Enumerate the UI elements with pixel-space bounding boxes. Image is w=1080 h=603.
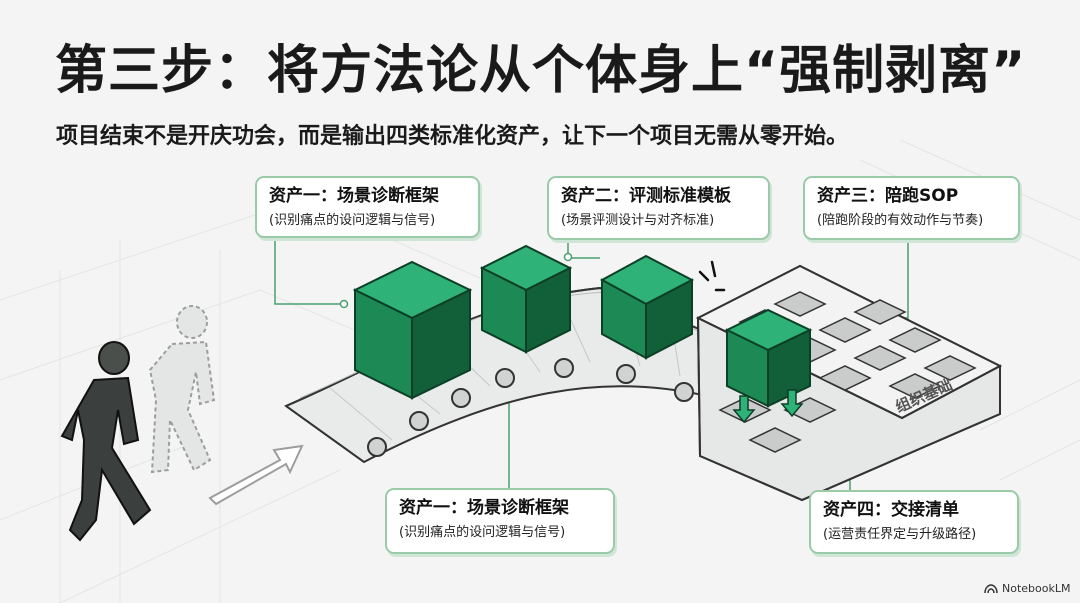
asset-card-1: 资产一：场景诊断框架 (识别痛点的设问逻辑与信号) [255, 176, 480, 238]
asset-card-title: 资产四：交接清单 [823, 500, 959, 520]
asset-cube-1 [352, 260, 473, 400]
page-subtitle: 项目结束不是开庆功会，而是输出四类标准化资产，让下一个项目无需从零开始。 [56, 124, 849, 149]
belt-rollers [367, 358, 694, 457]
brand-watermark: NotebookLM [984, 582, 1070, 595]
asset-card-3: 资产三：陪跑SOP (陪跑阶段的有效动作与节奏) [803, 176, 1020, 240]
asset-card-4: 资产一：场景诊断框架 (识别痛点的设问逻辑与信号) [385, 488, 615, 554]
asset-card-title: 资产一：场景诊断框架 [399, 498, 569, 518]
brand-name: NotebookLM [1002, 582, 1071, 595]
notebooklm-logo-icon [984, 583, 998, 593]
connector-1 [274, 238, 342, 305]
motion-marks [698, 260, 726, 292]
connector-2 [567, 243, 600, 259]
asset-card-2: 资产二：评测标准模板 (场景评测设计与对齐标准) [547, 176, 770, 240]
down-arrow-icon [732, 389, 804, 424]
asset-cube-3 [599, 254, 695, 360]
asset-card-title: 资产二：评测标准模板 [561, 186, 731, 206]
asset-card-desc: (场景评测设计与对齐标准) [561, 213, 715, 228]
asset-card-desc: (识别痛点的设问逻辑与信号) [269, 213, 436, 228]
asset-card-desc: (陪跑阶段的有效动作与节奏) [817, 213, 984, 228]
asset-card-title: 资产一：场景诊断框架 [269, 186, 439, 206]
ghost-person-icon [148, 305, 216, 474]
asset-card-5: 资产四：交接清单 (运营责任界定与升级路径) [809, 490, 1019, 554]
asset-card-desc: (运营责任界定与升级路径) [823, 527, 977, 542]
page-title: 第三步：将方法论从个体身上“强制剥离” [55, 41, 1027, 101]
asset-card-desc: (识别痛点的设问逻辑与信号) [399, 525, 566, 540]
walking-person-icon [60, 341, 152, 542]
asset-card-title: 资产三：陪跑SOP [817, 186, 959, 206]
forward-arrow-icon [208, 444, 304, 506]
asset-cube-4 [724, 308, 813, 408]
asset-cube-2 [479, 244, 573, 354]
